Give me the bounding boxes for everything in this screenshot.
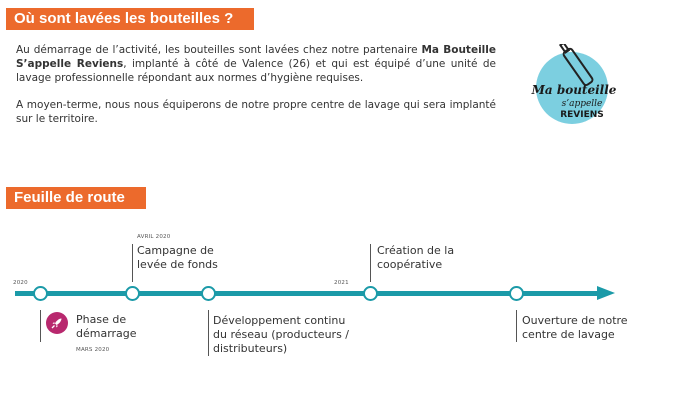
washing-paragraph-1: Au démarrage de l’activité, les bouteill… [16, 44, 496, 84]
milestone-3-label: Développement continu du réseau (product… [213, 314, 350, 355]
section-title-washing: Où sont lavées les bouteilles ? [6, 8, 254, 30]
washing-paragraph-2: A moyen-terme, nous nous équiperons de n… [16, 99, 496, 125]
svg-text:s’appelle: s’appelle [562, 99, 603, 109]
milestone-1-label: Phase de démarrage [76, 313, 137, 340]
milestone-4-connector [370, 244, 371, 282]
timeline-axis [15, 291, 601, 296]
rocket-icon [46, 312, 68, 334]
section-title-roadmap: Feuille de route [6, 187, 146, 209]
milestone-5-label: Ouverture de notre centre de lavage [522, 314, 628, 341]
milestone-4-label: Création de la coopérative [377, 244, 455, 271]
milestone-2-label: Campagne de levée de fonds [137, 244, 218, 271]
milestone-2-date: AVRIL 2020 [137, 234, 171, 240]
svg-text:REVIENS: REVIENS [560, 110, 604, 120]
timeline-arrow-icon [597, 286, 615, 300]
year-label-2020: 2020 [13, 280, 28, 286]
milestone-1-date: MARS 2020 [76, 347, 110, 353]
timeline-node-2 [125, 286, 140, 301]
timeline-node-1 [33, 286, 48, 301]
milestone-2-connector [132, 244, 133, 282]
milestone-1-connector [40, 310, 41, 342]
year-label-2021: 2021 [334, 280, 349, 286]
svg-text:Ma bouteille: Ma bouteille [531, 83, 617, 97]
milestone-5-connector [516, 310, 517, 342]
partner-logo: Ma bouteille s’appelle REVIENS [531, 44, 617, 124]
timeline-node-4 [363, 286, 378, 301]
partner-name: Ma Bouteille S’appelle Reviens [16, 44, 496, 70]
milestone-3-connector [208, 310, 209, 356]
timeline-node-5 [509, 286, 524, 301]
timeline-node-3 [201, 286, 216, 301]
